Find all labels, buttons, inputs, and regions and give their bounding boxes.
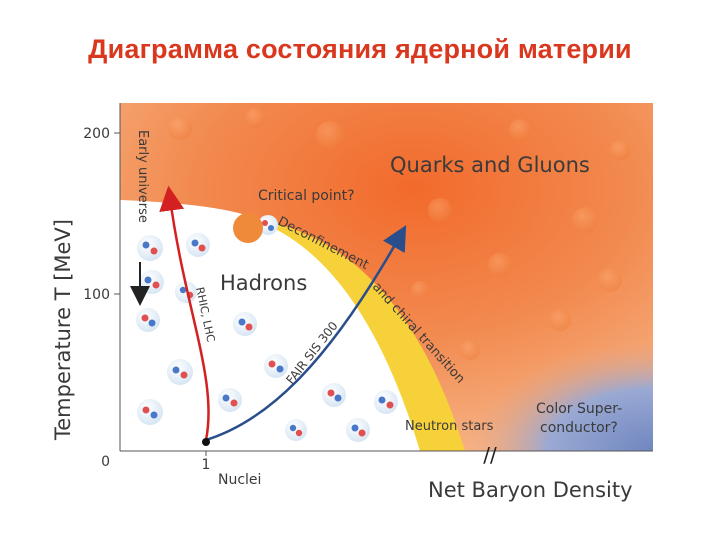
critical-point-label: Critical point? <box>258 188 355 204</box>
nuclei-point <box>202 438 210 446</box>
hadron-region <box>120 200 420 451</box>
superconductor-label-line1: Color Super- <box>536 401 622 417</box>
y-tick-0: 0 <box>101 454 110 470</box>
y-tick-200: 200 <box>83 126 110 142</box>
quarks-gluons-label: Quarks and Gluons <box>390 153 590 177</box>
y-ticks: 200 100 0 <box>83 126 120 470</box>
critical-point-marker <box>233 213 263 243</box>
transition-band <box>250 218 465 451</box>
hadrons-label: Hadrons <box>220 271 307 295</box>
nuclei-label: Nuclei <box>218 472 261 488</box>
neutron-stars-label: Neutron stars <box>405 419 494 434</box>
slide-title: Диаграмма состояния ядерной материи <box>88 34 632 64</box>
hadron-bubbles <box>136 215 398 442</box>
plot-area: Quarks and Gluons Hadrons Critical point… <box>120 103 653 451</box>
rhic-lhc-trajectory <box>159 185 210 441</box>
superconductor-label-line2: conductor? <box>540 420 618 436</box>
x-axis-label: Net Baryon Density <box>428 478 633 502</box>
fair-trajectory <box>205 225 407 442</box>
early-universe-label: Early universe <box>135 130 150 223</box>
quark-blobs <box>168 108 630 360</box>
y-axis-label: Temperature T [MeV] <box>51 219 75 441</box>
axis-break-symbol: // <box>483 443 497 467</box>
y-tick-100: 100 <box>83 287 110 303</box>
x-tick-1: 1 <box>202 457 211 473</box>
